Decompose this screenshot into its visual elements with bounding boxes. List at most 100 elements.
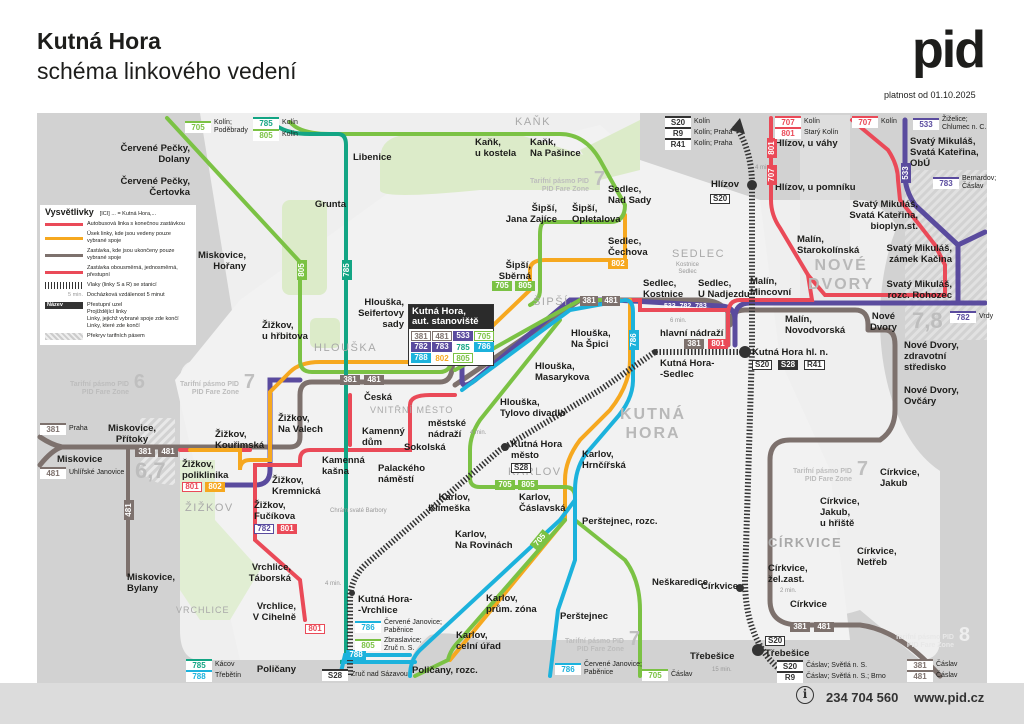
stop-label[interactable]: Miskovice, Bylany — [127, 572, 176, 594]
stop-label[interactable]: Třebešice — [690, 651, 735, 662]
line-badge[interactable]: 802 — [205, 482, 225, 492]
stop-label[interactable]: Hlízov — [711, 179, 739, 190]
stop-label[interactable]: Žižkov, Fučíkova — [254, 500, 296, 522]
stop-label[interactable]: Třebešice — [765, 648, 810, 659]
line-badge[interactable]: 801 — [182, 482, 202, 492]
stop-label[interactable]: Církvice — [790, 599, 827, 610]
stop-label[interactable]: Červené Pečky, Dolany — [120, 143, 190, 165]
stop-label[interactable]: Malín, Starokolínská — [797, 234, 860, 256]
stop-label[interactable]: Kutná Hora- -Sedlec — [660, 358, 715, 380]
line-badge[interactable]: 788 — [411, 353, 431, 363]
stop-label[interactable]: Malín, Novodvorská — [785, 314, 846, 336]
train-line-badge[interactable]: S20 — [765, 636, 786, 646]
stop-label[interactable]: Žižkov, poliklinika — [182, 459, 229, 481]
line-badge[interactable]: 481 — [432, 331, 452, 341]
line-badge[interactable]: 801 — [277, 524, 297, 534]
stop-label[interactable]: Kutná Hora- -Vrchlice — [358, 594, 413, 616]
stop-label[interactable]: Nové Dvory — [870, 311, 897, 333]
stop-label[interactable]: Miskovice — [57, 454, 103, 465]
stop-label[interactable]: Sokolská — [404, 442, 446, 453]
stop-label[interactable]: Žižkov, Na Valech — [278, 413, 323, 435]
stop-label[interactable]: Šipší, Sběrná — [498, 260, 531, 282]
line-badge[interactable]: 782 — [411, 342, 431, 352]
stop-label[interactable]: Miskovice, Přítoky — [108, 423, 157, 445]
stop-label[interactable]: Karlov, Na Rovinách — [455, 529, 513, 551]
stop-label[interactable]: městské nádraží — [428, 418, 467, 440]
stop-label[interactable]: Česká — [364, 392, 392, 403]
stop-label[interactable]: Vrchlice, V Cihelně — [252, 601, 296, 623]
stop-label[interactable]: Grunta — [314, 199, 346, 210]
stop-label[interactable]: Palackého náměstí — [378, 463, 425, 485]
stop-label[interactable]: hlavní nádraží — [660, 328, 724, 339]
line-badge[interactable]: 705 — [474, 331, 494, 341]
stop-label[interactable]: Církvice, Netřeb — [857, 546, 897, 568]
stop-label[interactable]: Červené Pečky, Čertovka — [120, 176, 190, 198]
stop-label[interactable]: Svatý Mikuláš, zámek Kačina — [886, 243, 952, 265]
stop-label[interactable]: Nové Dvory, Ovčáry — [904, 385, 959, 407]
line-badge[interactable]: 786 — [474, 342, 494, 352]
stop-label[interactable]: Vrchlice, Táborská — [248, 562, 291, 584]
phone-number[interactable]: 234 704 560 — [826, 690, 899, 705]
line-badge[interactable]: 381 — [411, 331, 431, 341]
line-badge[interactable]: 801 — [305, 624, 325, 634]
stop-label[interactable]: Sedlec, Čechova — [608, 236, 648, 258]
stop-label[interactable]: Církvice — [701, 581, 738, 592]
stop-label[interactable]: Kutná Hora hl. n. — [752, 347, 828, 358]
stop-label[interactable]: Nové Dvory, zdravotní středisko — [904, 340, 959, 373]
line-badge[interactable]: 783 — [432, 342, 452, 352]
stop-label[interactable]: Hlízov, u pomníku — [775, 182, 856, 193]
stop-label[interactable]: Svatý Mikuláš, Svatá Kateřina, bioplyn.s… — [849, 199, 918, 232]
stop-label[interactable]: Malín, Mincovní — [750, 276, 792, 298]
stop-label[interactable]: Šipší, Jana Zajíce — [505, 203, 557, 225]
stop-label[interactable]: Hlouška, Tylovo divadlo — [500, 397, 566, 419]
stop-label[interactable]: Církvice, Jakub — [880, 467, 920, 489]
train-line-badge[interactable]: S20 — [710, 194, 731, 204]
transfer-hub-aut-stanoviste[interactable]: Kutná Hora, aut. stanoviště 381 481 533 … — [408, 304, 494, 366]
stop-label[interactable]: Žižkov, u hřbitova — [262, 320, 308, 342]
stop-label[interactable]: Hlouška, Masarykova — [535, 361, 590, 383]
stop-label[interactable]: Hlouška, Na Špici — [571, 328, 611, 350]
stop-label[interactable]: Karlov, prům. zóna — [486, 593, 537, 615]
line-badge[interactable]: 802 — [432, 353, 452, 363]
stop-label[interactable]: Sedlec, Nad Sady — [608, 184, 652, 206]
stop-label[interactable]: Perštejnec, rozc. — [582, 516, 658, 527]
stop-label[interactable]: Karlov, Čáslavská — [519, 492, 566, 514]
line-badge[interactable]: 785 — [453, 342, 473, 352]
line-badge[interactable]: 381 — [684, 339, 704, 349]
train-line-badge[interactable]: S20 — [752, 360, 773, 370]
stop-label[interactable]: Šipší, Opletalova — [572, 203, 621, 225]
stop-label[interactable]: Poličany — [256, 664, 296, 675]
stop-label[interactable]: Hlízov, u váhy — [775, 138, 838, 149]
stop-label[interactable]: Svatý Mikuláš, Svatá Kateřina, ObÚ — [910, 136, 979, 169]
stop-label[interactable]: Žižkov, Kremnická — [272, 475, 321, 497]
stop-label[interactable]: Karlov, Klimeška — [428, 492, 470, 514]
stop-label[interactable]: Kaňk, Na Pašince — [530, 137, 581, 159]
stop-label[interactable]: Libenice — [353, 152, 392, 163]
train-line-badge[interactable]: R41 — [804, 360, 825, 370]
stop-label[interactable]: Kamenný dům — [362, 426, 405, 448]
stop-label[interactable]: Kaňk, u kostela — [475, 137, 517, 159]
line-badge[interactable]: 801 — [708, 339, 728, 349]
stop-label[interactable]: Hlouška, Seifertovy sady — [358, 297, 404, 330]
line-badge[interactable]: 533 — [453, 331, 473, 341]
stop-label[interactable]: Poličany, rozc. — [412, 665, 478, 676]
